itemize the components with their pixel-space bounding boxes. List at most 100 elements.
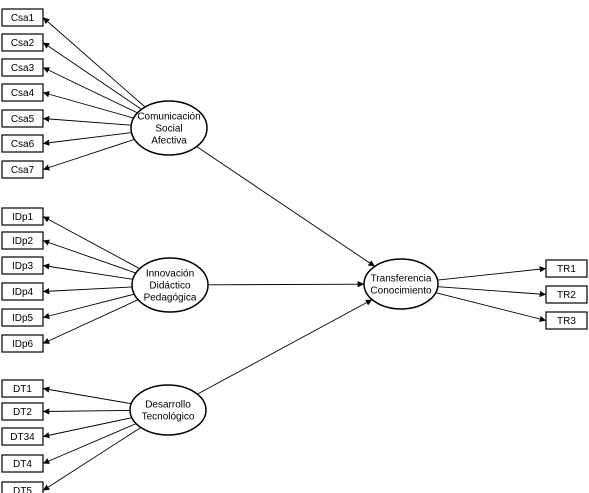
indicator-box	[1, 402, 44, 421]
latent-ellipse	[130, 100, 208, 156]
indicator-label: DT4	[13, 459, 32, 470]
indicator-tr1: TR1	[545, 259, 588, 278]
indicator-dt4: DT4	[1, 454, 44, 473]
indicator-box	[1, 83, 44, 102]
indicator-csa2: Csa2	[1, 33, 44, 52]
indicator-box	[1, 58, 44, 77]
loading-arrow-csa7	[42, 138, 135, 171]
indicator-box	[1, 427, 44, 446]
indicator-box	[1, 256, 44, 275]
indicator-tr3: TR3	[545, 311, 588, 330]
loading-arrow-idp3	[42, 263, 133, 280]
loading-arrow-idp6	[42, 299, 139, 344]
indicator-box	[1, 231, 44, 250]
indicator-label: DT2	[13, 407, 32, 418]
indicator-label: Csa1	[11, 13, 35, 24]
indicator-box	[1, 481, 44, 493]
indicator-label: DT1	[13, 384, 32, 395]
loading-arrow-idp5	[42, 293, 135, 319]
latent-ellipse	[129, 384, 207, 436]
indicator-box	[1, 207, 44, 226]
loading-arrow-idp1	[42, 216, 140, 270]
indicator-label: IDp3	[12, 261, 34, 272]
loading-arrow-dt1	[42, 386, 132, 405]
indicator-idp1: IDp1	[1, 207, 44, 226]
indicator-idp5: IDp5	[1, 308, 44, 327]
indicator-csa1: Csa1	[1, 8, 44, 27]
indicator-box	[1, 8, 44, 27]
indicator-box	[1, 33, 44, 52]
indicator-label: IDp1	[12, 212, 34, 223]
indicator-box	[545, 259, 588, 278]
indicator-box	[545, 285, 588, 304]
indicator-box	[1, 109, 44, 128]
loading-arrow-csa4	[42, 91, 134, 119]
indicator-idp3: IDp3	[1, 256, 44, 275]
indicator-idp4: IDp4	[1, 282, 44, 301]
loading-arrow-csa5	[42, 115, 132, 126]
loading-arrow-idp2	[42, 239, 137, 274]
latent-label-line: Tecnológico	[142, 412, 195, 423]
path-arrow-csa-to-tr	[196, 146, 376, 267]
path-arrow-dt-to-tr	[197, 299, 373, 395]
indicator-idp2: IDp2	[1, 231, 44, 250]
indicator-tr2: TR2	[545, 285, 588, 304]
loading-arrow-tr3	[435, 292, 547, 323]
loading-arrow-idp4	[42, 286, 133, 295]
nodes-layer: Csa1Csa2Csa3Csa4Csa5Csa6Csa7IDp1IDp2IDp3…	[1, 8, 588, 493]
indicator-label: Csa7	[11, 165, 35, 176]
indicator-box	[545, 311, 588, 330]
latent-label-line: Conocimiento	[370, 286, 432, 297]
indicator-label: IDp5	[12, 313, 34, 324]
indicator-label: Csa3	[11, 63, 35, 74]
latent-label-line: Pedagógica	[144, 293, 197, 304]
loading-arrow-dt2	[42, 408, 131, 415]
indicator-label: TR3	[557, 316, 576, 327]
indicator-dt1: DT1	[1, 379, 44, 398]
indicator-label: IDp2	[12, 236, 34, 247]
loading-arrow-tr2	[437, 286, 547, 298]
indicator-idp6: IDp6	[1, 334, 44, 353]
indicator-csa7: Csa7	[1, 160, 44, 179]
indicator-csa3: Csa3	[1, 58, 44, 77]
indicator-csa4: Csa4	[1, 83, 44, 102]
indicator-csa5: Csa5	[1, 109, 44, 128]
indicator-box	[1, 134, 44, 153]
indicator-label: Csa2	[11, 38, 35, 49]
loading-arrow-dt5	[42, 427, 142, 491]
latent-label-line: Innovación	[146, 269, 194, 280]
indicator-label: TR2	[557, 290, 576, 301]
edges-layer	[42, 17, 547, 491]
latent-ellipse	[131, 257, 209, 313]
indicator-dt34: DT34	[1, 427, 44, 446]
indicator-box	[1, 334, 44, 353]
indicator-box	[1, 308, 44, 327]
latent-label-line: Didáctico	[149, 281, 191, 292]
indicator-label: Csa4	[11, 88, 35, 99]
loading-arrow-tr1	[437, 266, 547, 281]
latent-label-line: Afectiva	[151, 136, 187, 147]
loading-arrow-dt34	[42, 417, 132, 439]
indicator-label: IDp6	[12, 339, 34, 350]
indicator-box	[1, 379, 44, 398]
indicator-box	[1, 454, 44, 473]
indicator-dt2: DT2	[1, 402, 44, 421]
indicator-label: Csa5	[11, 114, 35, 125]
indicator-box	[1, 282, 44, 301]
indicator-label: Csa6	[11, 139, 35, 150]
loading-arrow-csa2	[42, 42, 142, 110]
loading-arrow-csa6	[42, 132, 132, 146]
indicator-dt5: DT5	[1, 481, 44, 493]
indicator-label: DT34	[10, 432, 35, 443]
loading-arrow-csa3	[42, 67, 138, 114]
indicator-box	[1, 160, 44, 179]
indicator-label: TR1	[557, 264, 576, 275]
latent-label-line: Comunicación	[137, 112, 200, 123]
loading-arrow-dt4	[42, 423, 137, 464]
indicator-csa6: Csa6	[1, 134, 44, 153]
